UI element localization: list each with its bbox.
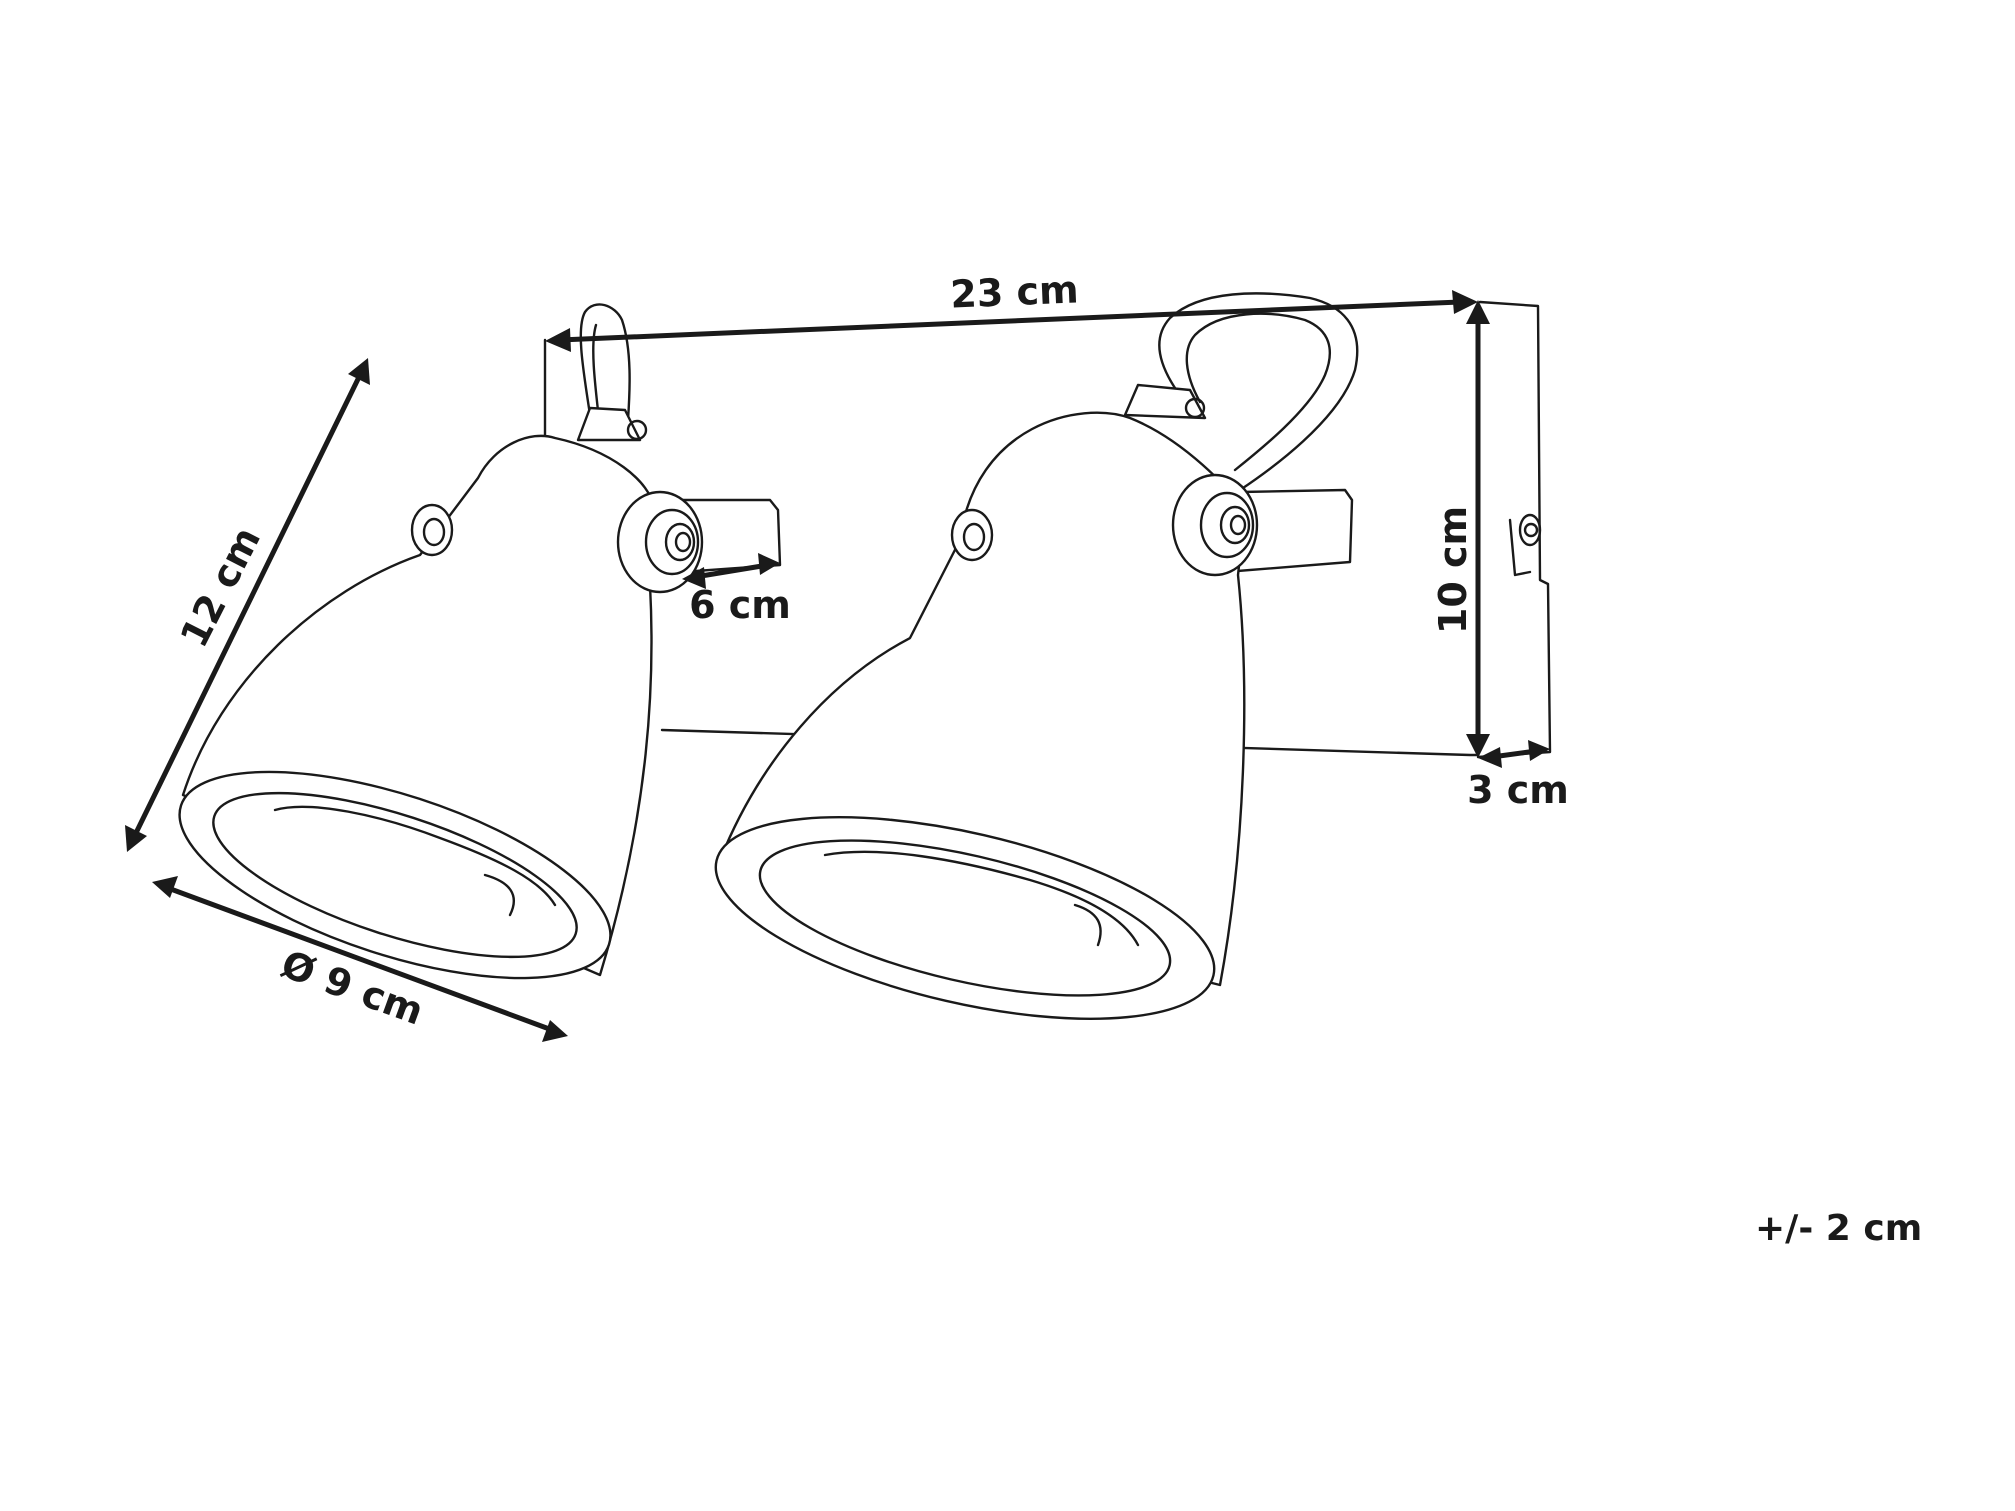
dimension-3cm-arrow [1478,740,1550,768]
dimension-10cm-arrow [1466,300,1490,758]
dimension-12cm-arrow [125,358,370,852]
dimension-23cm-arrow [545,290,1478,352]
label-3cm: 3 cm [1467,768,1569,812]
label-23cm: 23 cm [949,267,1079,316]
label-6cm: 6 cm [689,583,791,627]
tolerance-note: +/- 2 cm [1755,1208,1923,1249]
right-spotlight [714,292,1359,1020]
dimension-diameter-arrow [152,876,568,1042]
dimension-6cm-arrow [682,553,780,589]
left-spotlight [178,303,782,980]
label-10cm: 10 cm [1431,506,1475,634]
